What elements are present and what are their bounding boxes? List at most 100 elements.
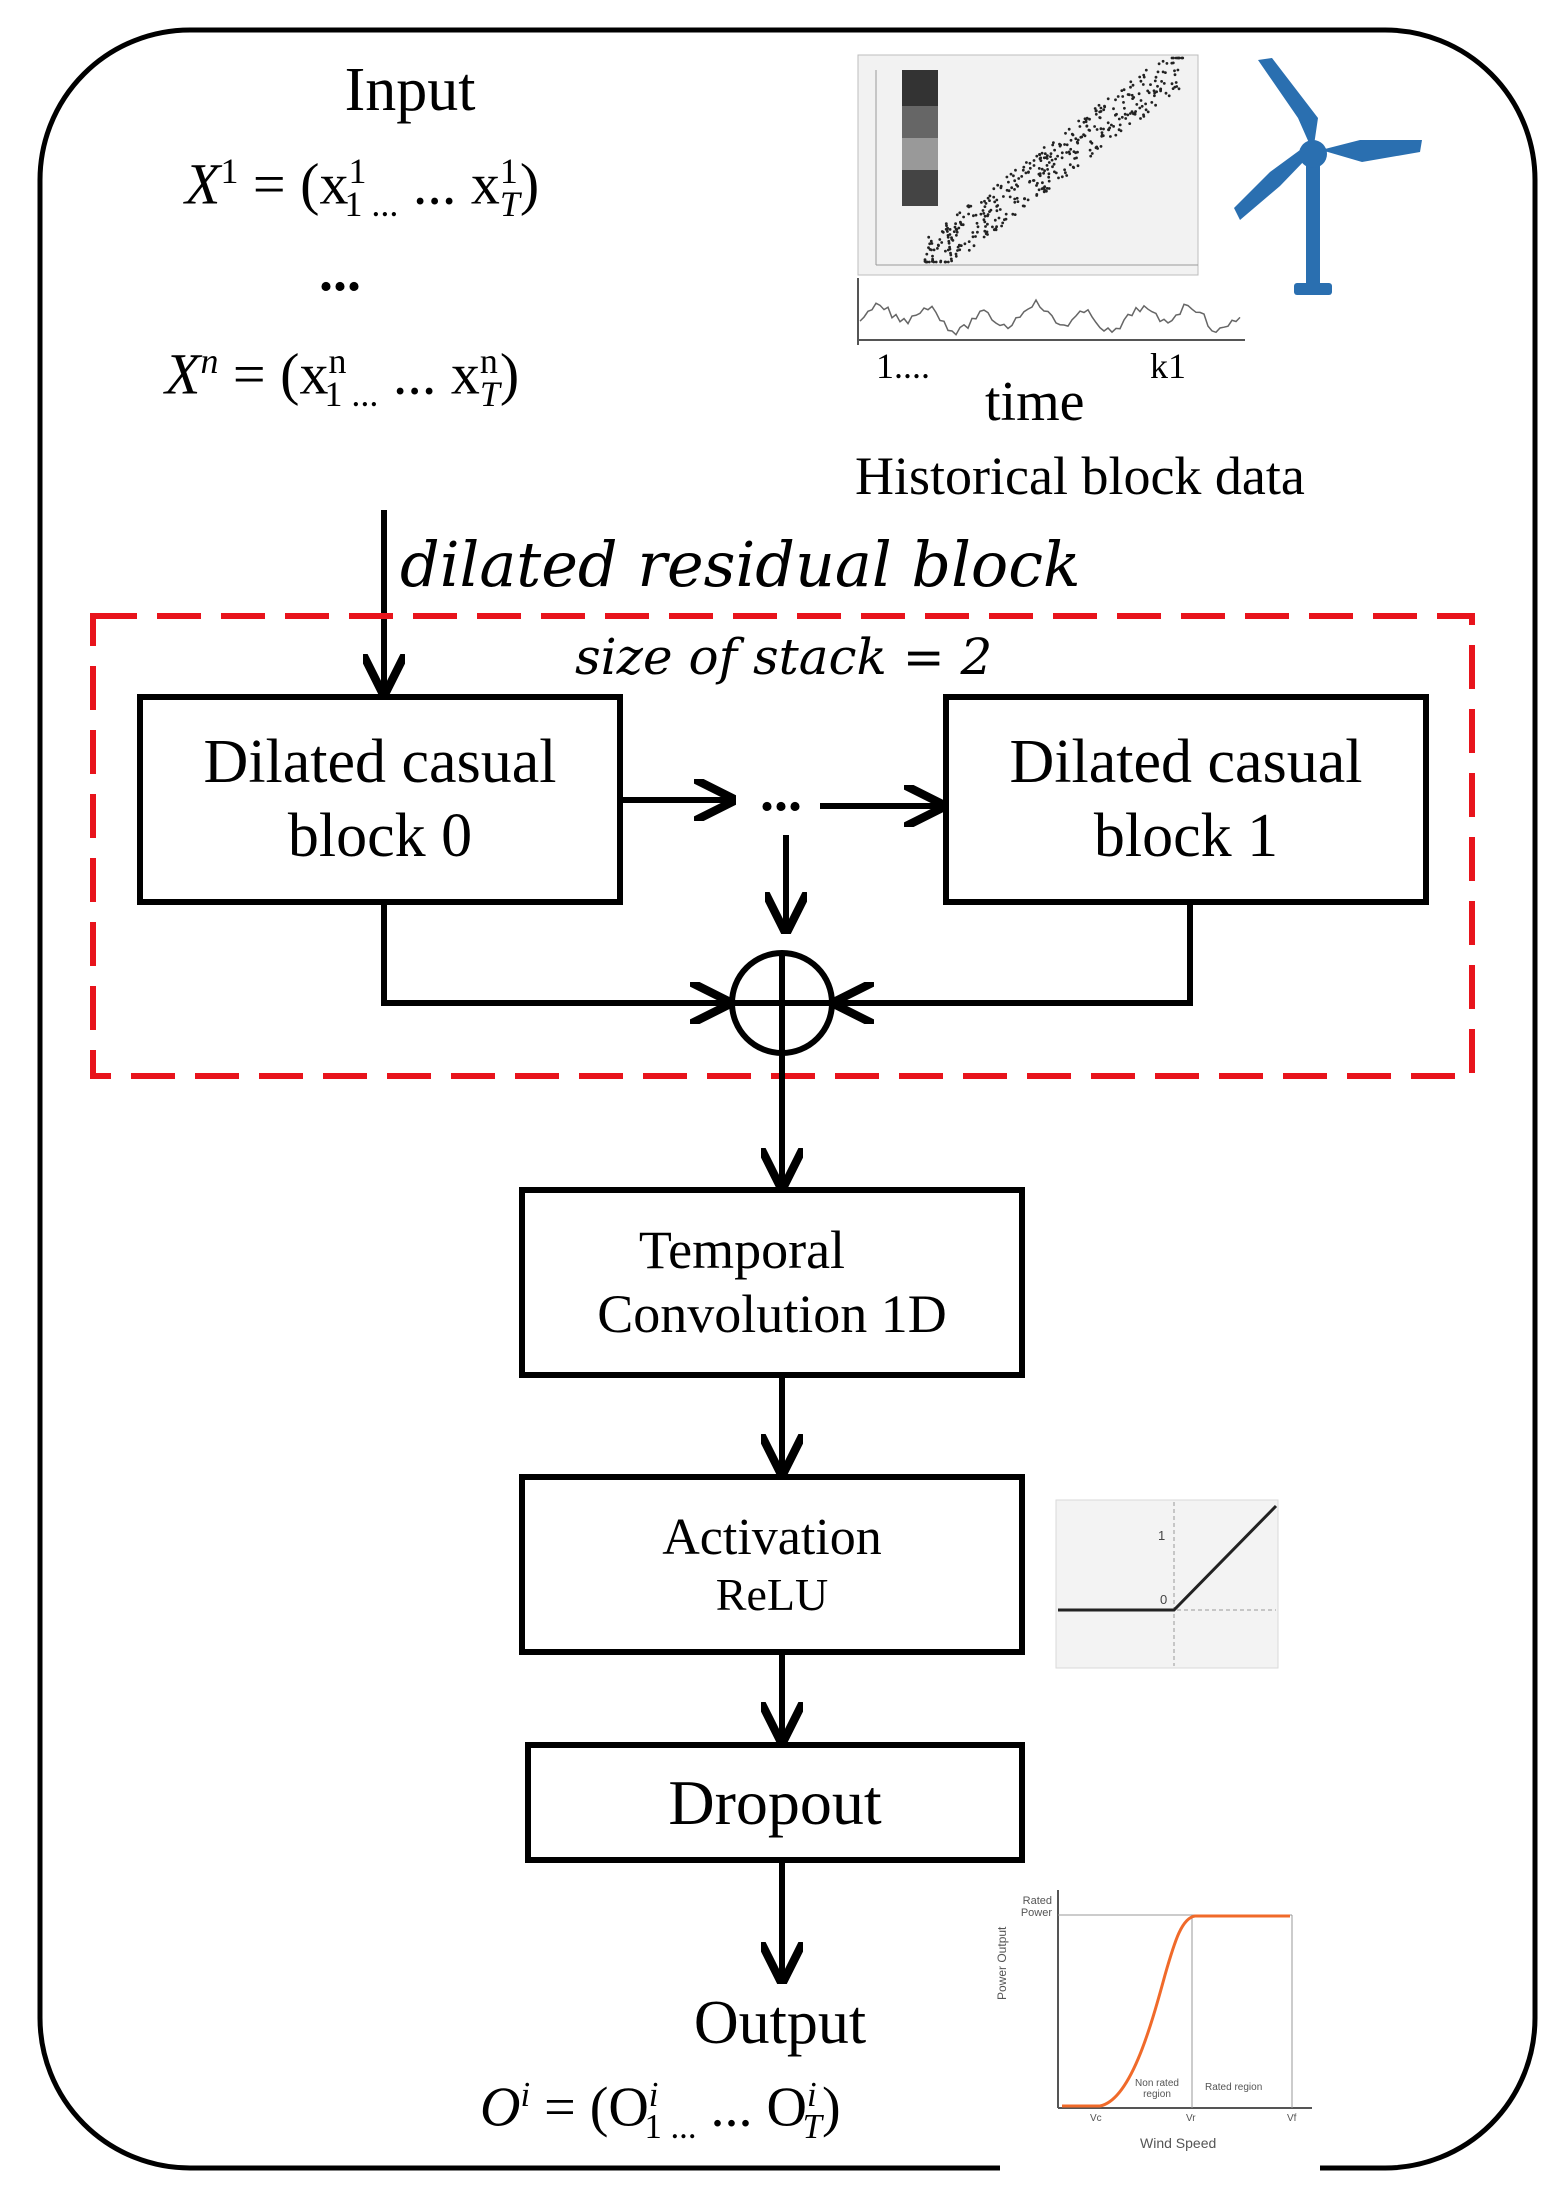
scatter-point (1043, 185, 1047, 189)
scatter-point (1069, 147, 1073, 151)
scatter-points (923, 56, 1185, 264)
scatter-point (1010, 186, 1014, 190)
scatter-point (1060, 175, 1064, 179)
scatter-point (995, 198, 999, 202)
scatter-point (1009, 172, 1013, 176)
scatter-point (1025, 161, 1028, 164)
input-formula-x1: X1 = (x11 ... ... x1T) (185, 150, 539, 225)
xn-sup: n (200, 341, 219, 381)
scatter-point (953, 225, 957, 229)
scatter-point (1154, 75, 1158, 79)
scatter-point (1054, 171, 1058, 175)
scatter-point (1099, 110, 1103, 113)
scatter-point (1140, 104, 1144, 108)
scatter-point (1032, 179, 1035, 182)
scatter-point (1088, 117, 1091, 121)
scatter-point (1065, 174, 1069, 177)
scatter-point (1013, 188, 1016, 191)
scatter-point (1047, 161, 1051, 164)
xn-rhs: = (x (232, 341, 329, 407)
relu-plot (1055, 1499, 1279, 1669)
relu-line (1058, 1504, 1278, 1612)
scatter-point (1028, 166, 1032, 170)
scatter-point (1035, 184, 1038, 187)
power-region1-line2: region (1143, 2089, 1171, 2100)
relu-tick-1: 1 (1158, 1528, 1166, 1543)
scatter-point (986, 196, 990, 200)
scatter-point (1035, 194, 1039, 197)
scatter-point (1065, 143, 1069, 147)
scatter-point (1130, 110, 1134, 114)
scatter-point (1123, 106, 1126, 110)
power-tick-vc: Vc (1090, 2113, 1102, 2124)
scatter-point (943, 260, 947, 264)
scatter-point (946, 230, 949, 233)
scatter-point (986, 222, 989, 226)
o-mid: ... O (696, 2076, 807, 2139)
scatter-point (1083, 117, 1087, 121)
historical-axis-label: time (985, 371, 1085, 433)
scatter-point (1118, 123, 1122, 127)
scatter-point (1120, 115, 1124, 119)
scatter-point (1099, 145, 1103, 148)
o-subT: T (802, 2106, 822, 2146)
scatter-point (1124, 117, 1128, 120)
scatter-point (934, 260, 938, 264)
scatter-point (967, 240, 971, 244)
block0-label: Dilated casual block 0 (143, 700, 617, 899)
scatter-point (954, 227, 958, 231)
scatter-point (1042, 171, 1045, 175)
output-title: Output (693, 1989, 867, 2057)
scatter-point (1054, 157, 1057, 161)
scatter-point (1137, 92, 1141, 96)
scatter-point (936, 247, 939, 250)
x1-subT: T (499, 183, 520, 224)
sum-node (729, 950, 835, 1056)
x1-rhs: = (x (252, 151, 349, 217)
scatter-point (982, 212, 986, 215)
scatter-point (929, 239, 933, 243)
scatter-point (999, 186, 1003, 190)
scatter-point (930, 248, 933, 252)
scatter-point (1123, 112, 1127, 116)
scatter-point (1112, 125, 1115, 128)
scatter-point (1146, 110, 1150, 114)
scatter-point (947, 241, 951, 245)
scatter-point (1094, 112, 1098, 116)
scatter-point (927, 260, 931, 264)
scatter-point (984, 225, 987, 228)
scatter-point (1046, 154, 1049, 158)
scatter-point (930, 260, 934, 263)
scatter-point (931, 254, 934, 258)
scatter-point (1073, 157, 1076, 160)
scatter-point (1035, 154, 1039, 158)
scatter-point (1022, 165, 1026, 169)
x1-sub1: 1 ... (344, 183, 399, 224)
scatter-point (1038, 157, 1042, 161)
scatter-point (1063, 168, 1066, 172)
scatter-point (1090, 152, 1094, 155)
scatter-point (1114, 98, 1117, 102)
historical-axis-start: 1.... (876, 346, 930, 386)
scatter-point (1076, 164, 1080, 168)
scatter-point (1153, 94, 1156, 98)
scatter-point (1051, 143, 1055, 147)
scatter-point (1133, 111, 1137, 115)
scatter-point (1131, 97, 1134, 100)
scatter-point (1013, 213, 1017, 217)
scatter-point (967, 204, 970, 208)
scatter-point (1004, 212, 1008, 216)
activation-label-line1: Activation (662, 1508, 882, 1566)
scatter-point (1144, 68, 1148, 72)
scatter-point (938, 238, 942, 241)
scatter-point (1040, 167, 1044, 171)
scatter-point (996, 183, 1000, 187)
power-tick-vr: Vr (1186, 2113, 1196, 2124)
historical-scatter-plot (857, 54, 1199, 276)
scatter-point (975, 221, 979, 225)
scatter-point (1036, 181, 1039, 185)
scatter-point (939, 260, 942, 264)
scatter-point (995, 225, 998, 229)
scatter-point (1122, 101, 1125, 104)
